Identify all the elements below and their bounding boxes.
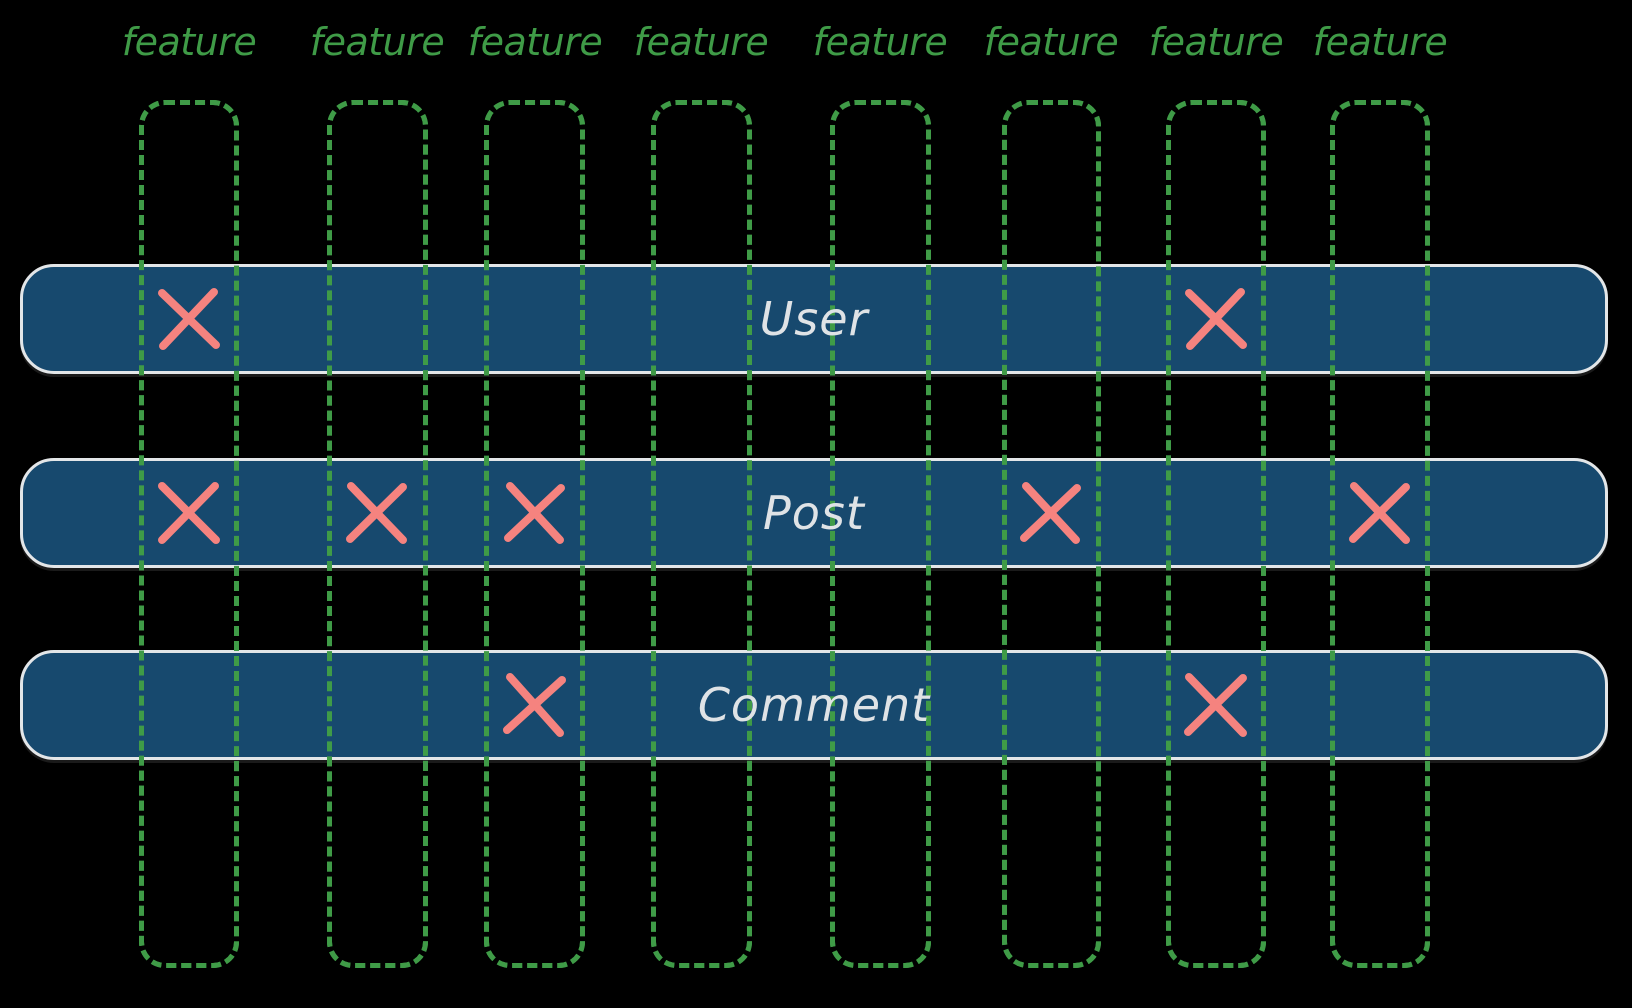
cross-x-icon — [1183, 672, 1249, 738]
cross-x-icon — [502, 672, 568, 738]
feature-label-3: feature — [467, 20, 603, 64]
cross-x-icon — [502, 480, 568, 546]
feature-label-8: feature — [1312, 20, 1448, 64]
cross-x-icon — [1018, 480, 1084, 546]
cross-x-icon — [1183, 286, 1249, 352]
entity-row-user[interactable] — [20, 264, 1608, 374]
entity-row-comment[interactable] — [20, 650, 1608, 760]
cross-x-icon — [344, 480, 410, 546]
feature-label-2: feature — [309, 20, 445, 64]
cross-x-icon — [1347, 480, 1413, 546]
entity-row-post[interactable] — [20, 458, 1608, 568]
feature-label-7: feature — [1148, 20, 1284, 64]
feature-label-1: feature — [121, 20, 257, 64]
cross-x-icon — [156, 480, 222, 546]
feature-label-5: feature — [812, 20, 948, 64]
feature-label-6: feature — [983, 20, 1119, 64]
cross-x-icon — [156, 286, 222, 352]
feature-label-4: feature — [633, 20, 769, 64]
